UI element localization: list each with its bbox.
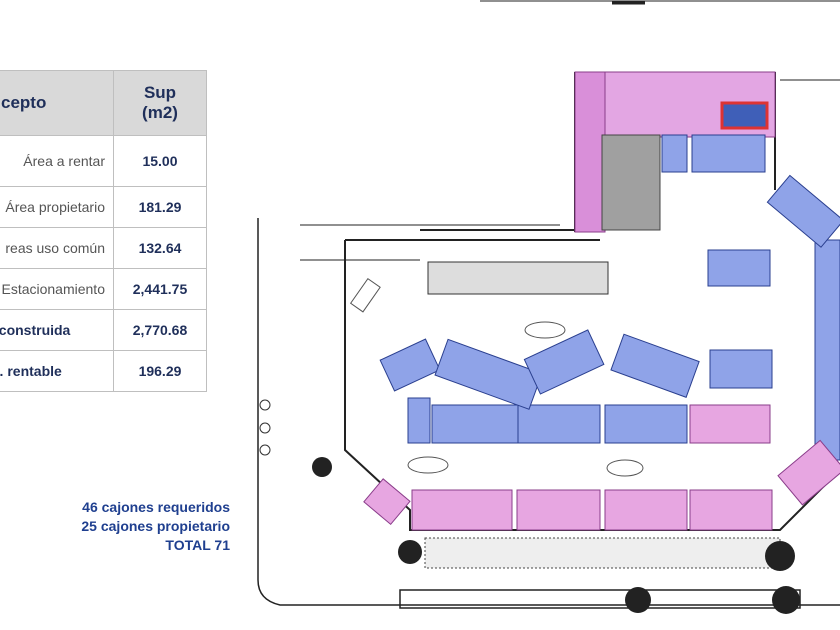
note-total: TOTAL 71 (165, 537, 230, 553)
planter-strip (424, 537, 781, 569)
concept-cell: p. rentable (0, 350, 114, 392)
note-owner: 25 cajones propietario (81, 518, 230, 534)
concept-cell: Estacionamiento (0, 268, 114, 310)
header-concept: cepto (0, 70, 114, 136)
value-cell: 15.00 (113, 135, 207, 187)
stairs-core (601, 134, 661, 231)
concept-cell: . construida (0, 309, 114, 351)
note-required: 46 cajones requeridos (82, 499, 230, 515)
owner-area-side (574, 71, 606, 233)
rent-area (720, 101, 769, 130)
parking-blue (379, 134, 840, 461)
value-cell: 196.29 (113, 350, 207, 392)
cars (349, 278, 644, 477)
columns (259, 399, 271, 456)
ramp (427, 261, 609, 295)
concept-cell: reas uso común (0, 227, 114, 269)
parking-notes: 46 cajones requeridos 25 cajones propiet… (81, 498, 230, 555)
header-unit: (m2) (142, 103, 178, 122)
value-cell: 181.29 (113, 186, 207, 228)
concept-cell: Área a rentar (0, 135, 114, 187)
value-cell: 2,441.75 (113, 268, 207, 310)
value-cell: 132.64 (113, 227, 207, 269)
parking-pink (363, 404, 840, 531)
concept-cell: Área propietario (0, 186, 114, 228)
trees (312, 457, 800, 614)
header-sup-label: Sup (143, 83, 177, 102)
